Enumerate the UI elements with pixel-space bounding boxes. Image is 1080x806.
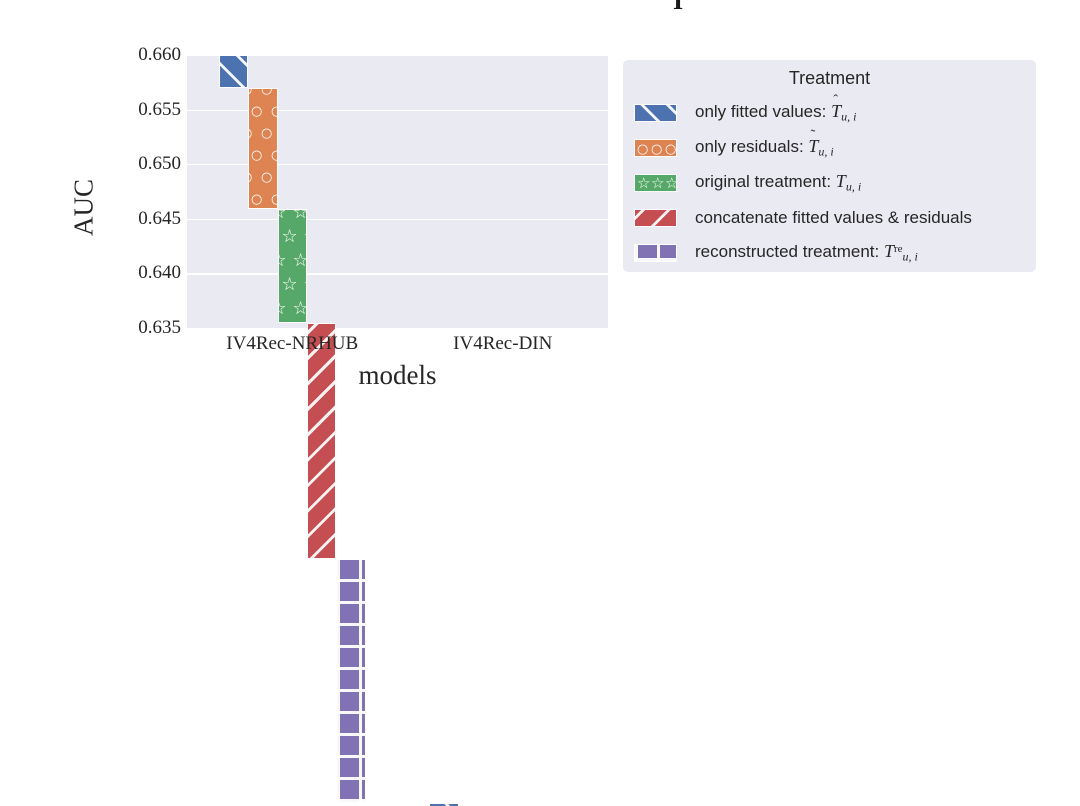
legend-color-swatch	[634, 104, 677, 122]
bar	[306, 322, 337, 560]
y-tick-label: 0.640	[138, 262, 181, 284]
bar-group-container: ○○○○○○○○○○○○○○○○○○○○○☆☆☆☆☆☆☆☆☆☆☆☆☆☆☆☆☆☆○…	[187, 55, 608, 806]
x-tick-label: IV4Rec-NRHUB	[226, 333, 359, 354]
star-pattern-icon: ☆☆☆	[637, 175, 676, 191]
y-tick-label: 0.660	[138, 44, 181, 65]
bar	[218, 55, 249, 88]
legend-title: Treatment	[788, 68, 871, 88]
bar	[429, 802, 459, 806]
bar-chart-figure: I AUC 0.660 0.655 0.650 0.645 0.640 0.635 ○○○…	[68, 0, 1036, 806]
legend-color-swatch	[634, 209, 677, 227]
y-axis-label: AUC	[68, 179, 99, 237]
legend-item-label: original treatment: Tu, i	[695, 171, 862, 194]
y-tick-label: 0.635	[138, 317, 181, 338]
legend-item[interactable]: reconstructed treatment: Treu, i	[634, 238, 918, 268]
legend-item[interactable]: concatenate fitted values & residuals	[634, 203, 972, 233]
y-tick-label: 0.645	[138, 207, 181, 229]
y-tick-label: 0.655	[138, 98, 181, 120]
legend-item-label: concatenate fitted values & residuals	[695, 208, 972, 227]
legend-color-swatch	[634, 244, 677, 262]
cropped-caption-glyph: I	[673, 0, 684, 15]
star-pattern-icon: ☆☆☆☆☆☆☆☆☆☆☆☆☆☆☆☆☆☆	[279, 210, 306, 318]
x-axis-label: models	[358, 360, 437, 390]
gridline	[187, 55, 608, 57]
legend-item-label: only residuals: T˜u, i	[695, 127, 834, 159]
circle-pattern-icon: ○○○○○○○○○○○○○○○○○○○○○	[249, 88, 276, 207]
gridline	[187, 164, 608, 166]
y-tick-label: 0.650	[138, 153, 181, 175]
legend-item-label: reconstructed treatment: Treu, i	[695, 241, 918, 264]
plot-area: ○○○○○○○○○○○○○○○○○○○○○☆☆☆☆☆☆☆☆☆☆☆☆☆☆☆☆☆☆○…	[187, 55, 608, 806]
legend-item[interactable]: ○○○ only residuals: T˜u, i	[634, 127, 834, 163]
bar: ☆☆☆☆☆☆☆☆☆☆☆☆☆☆☆☆☆☆	[277, 208, 307, 323]
legend-item[interactable]: ☆☆☆ original treatment: Tu, i	[634, 168, 861, 198]
bar	[336, 559, 366, 803]
gridline	[187, 328, 608, 330]
x-tick-label: IV4Rec-DIN	[453, 333, 553, 354]
legend-color-swatch: ☆☆☆	[634, 174, 677, 192]
gridline	[187, 109, 608, 111]
gridline	[187, 218, 608, 221]
legend-color-swatch: ○○○	[634, 139, 677, 157]
gridline	[187, 273, 608, 275]
circle-pattern-icon: ○○○	[637, 142, 676, 156]
bar: ○○○○○○○○○○○○○○○○○○○○○	[248, 87, 278, 209]
